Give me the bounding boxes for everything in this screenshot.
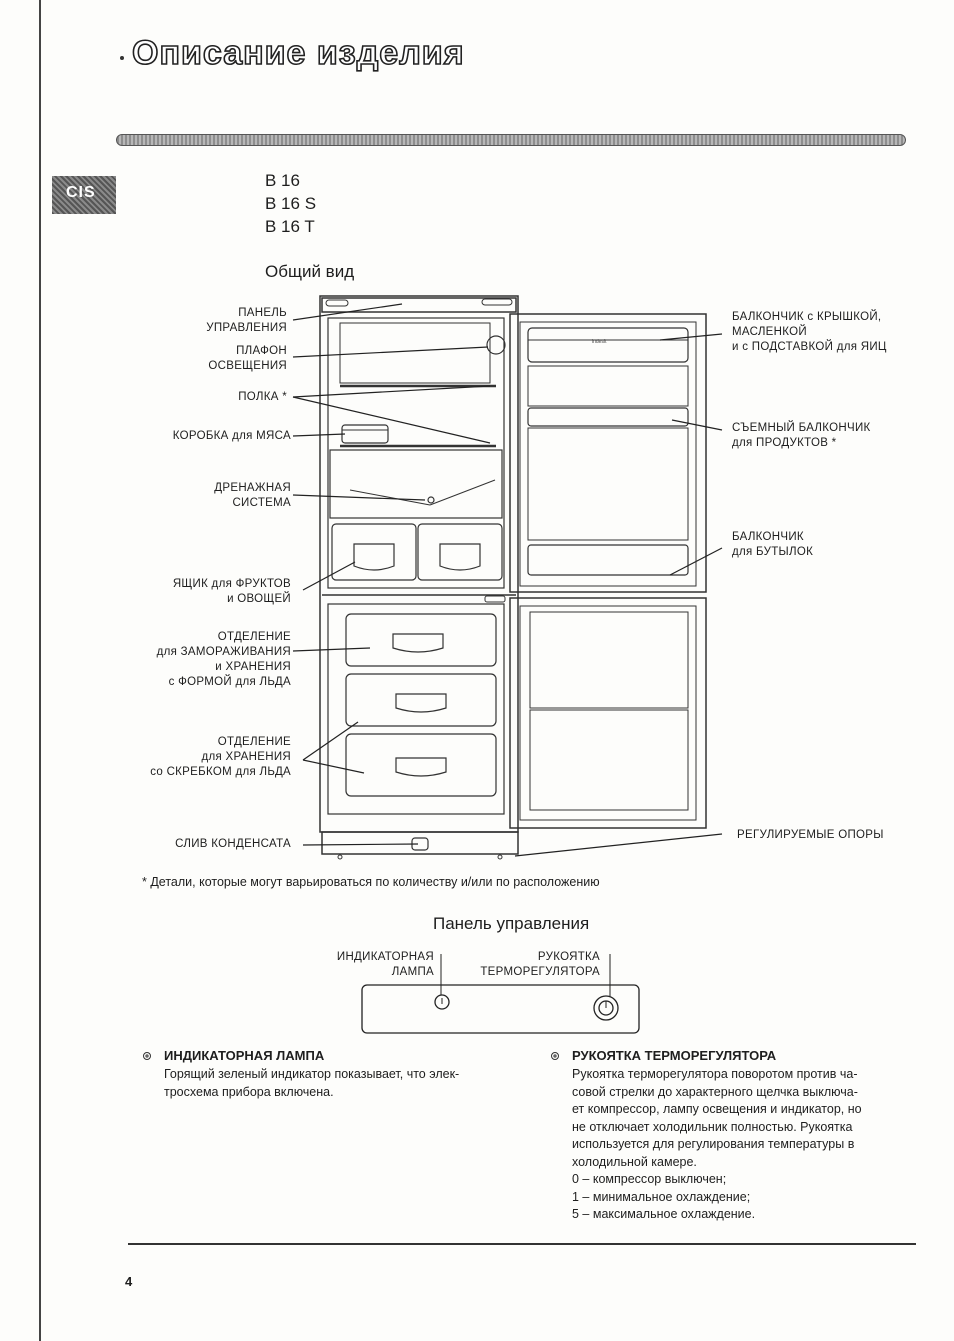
bullet-icon	[551, 1052, 559, 1060]
freezer-door	[509, 597, 707, 829]
model-name: B 16	[265, 171, 300, 190]
model-name: B 16 T	[265, 217, 315, 236]
fridge-body	[319, 295, 519, 833]
section-indicator-text: Горящий зеленый индикатор показывает, чт…	[164, 1067, 460, 1099]
label-storage-section: ОТДЕЛЕНИЕ для ХРАНЕНИЯ со СКРЕБКОМ для Л…	[150, 736, 291, 778]
control-panel	[361, 984, 640, 1034]
label-crisper: ЯЩИК для ФРУКТОВ и ОВОЩЕЙ	[172, 578, 291, 605]
fridge-top-panel	[321, 297, 517, 313]
crisper-drawer	[331, 523, 417, 581]
fridge-door	[509, 313, 707, 593]
drain-hole	[427, 496, 435, 504]
bottle-balcony	[527, 544, 689, 576]
footnote: * Детали, которые могут варьироваться по…	[142, 875, 600, 889]
meat-box	[341, 424, 389, 444]
label-door-balcony-lid: БАЛКОНЧИК с КРЫШКОЙ, МАСЛЕНКОЙ и с ПОДСТ…	[732, 311, 887, 353]
title-dot	[120, 56, 124, 60]
page-title: Описание изделия	[131, 33, 465, 73]
label-removable-balcony: СЪЕМНЫЙ БАЛКОНЧИК для ПРОДУКТОВ *	[732, 422, 871, 449]
control-panel-heading: Панель управления	[433, 914, 590, 933]
model-name: B 16 S	[265, 194, 317, 213]
label-drainage: ДРЕНАЖНАЯ СИСТЕМА	[214, 482, 291, 509]
label-adjustable-feet: РЕГУЛИРУЕМЫЕ ОПОРЫ	[737, 829, 884, 841]
section-knob-text: Рукоятка терморегулятора поворотом проти…	[572, 1067, 862, 1221]
label-freezer-section: ОТДЕЛЕНИЕ для ЗАМОРАЖИВАНИЯ и ХРАНЕНИЯ с…	[156, 631, 291, 688]
label-meat-box: КОРОБКА для МЯСА	[172, 430, 291, 442]
door-balcony-lid	[527, 327, 689, 363]
fridge-compartment	[327, 317, 505, 589]
freezer-drawer	[345, 613, 497, 667]
page-number: 4	[125, 1274, 133, 1289]
freezer-drawer	[345, 673, 497, 727]
label-bottle-balcony: БАЛКОНЧИК для БУТЫЛОК	[732, 531, 814, 558]
crisper-drawer	[417, 523, 503, 581]
thermostat-knob	[593, 995, 619, 1021]
section-indicator-title: ИНДИКАТОРНАЯ ЛАМПА	[164, 1048, 325, 1063]
title-underline	[116, 134, 906, 146]
label-condensate-drain: СЛИВ КОНДЕНСАТА	[175, 838, 291, 850]
general-view-heading: Общий вид	[265, 262, 355, 281]
language-tab-label: CIS	[66, 184, 96, 201]
label-light-cover: ПЛАФОН ОСВЕЩЕНИЯ	[208, 345, 287, 372]
light-cover	[486, 335, 506, 355]
footer-rule	[128, 1243, 916, 1245]
language-tab: CIS	[52, 176, 116, 214]
indicator-lamp	[434, 994, 450, 1010]
bullet-icon	[143, 1052, 151, 1060]
door-balcony	[527, 407, 689, 427]
label-shelf: ПОЛКА *	[238, 391, 287, 403]
freezer-drawer	[345, 733, 497, 797]
section-knob-title: РУКОЯТКА ТЕРМОРЕГУЛЯТОРА	[572, 1048, 777, 1063]
label-control-panel: ПАНЕЛЬ УПРАВЛЕНИЯ	[206, 307, 287, 334]
label-thermostat-knob: РУКОЯТКА ТЕРМОРЕГУЛЯТОРА	[480, 951, 600, 978]
label-indicator-lamp: ИНДИКАТОРНАЯ ЛАМПА	[336, 951, 434, 978]
freezer-compartment	[327, 603, 505, 815]
brand-logo: indesit	[592, 339, 607, 345]
fridge-base	[321, 831, 519, 855]
margin-rule	[39, 0, 41, 1341]
